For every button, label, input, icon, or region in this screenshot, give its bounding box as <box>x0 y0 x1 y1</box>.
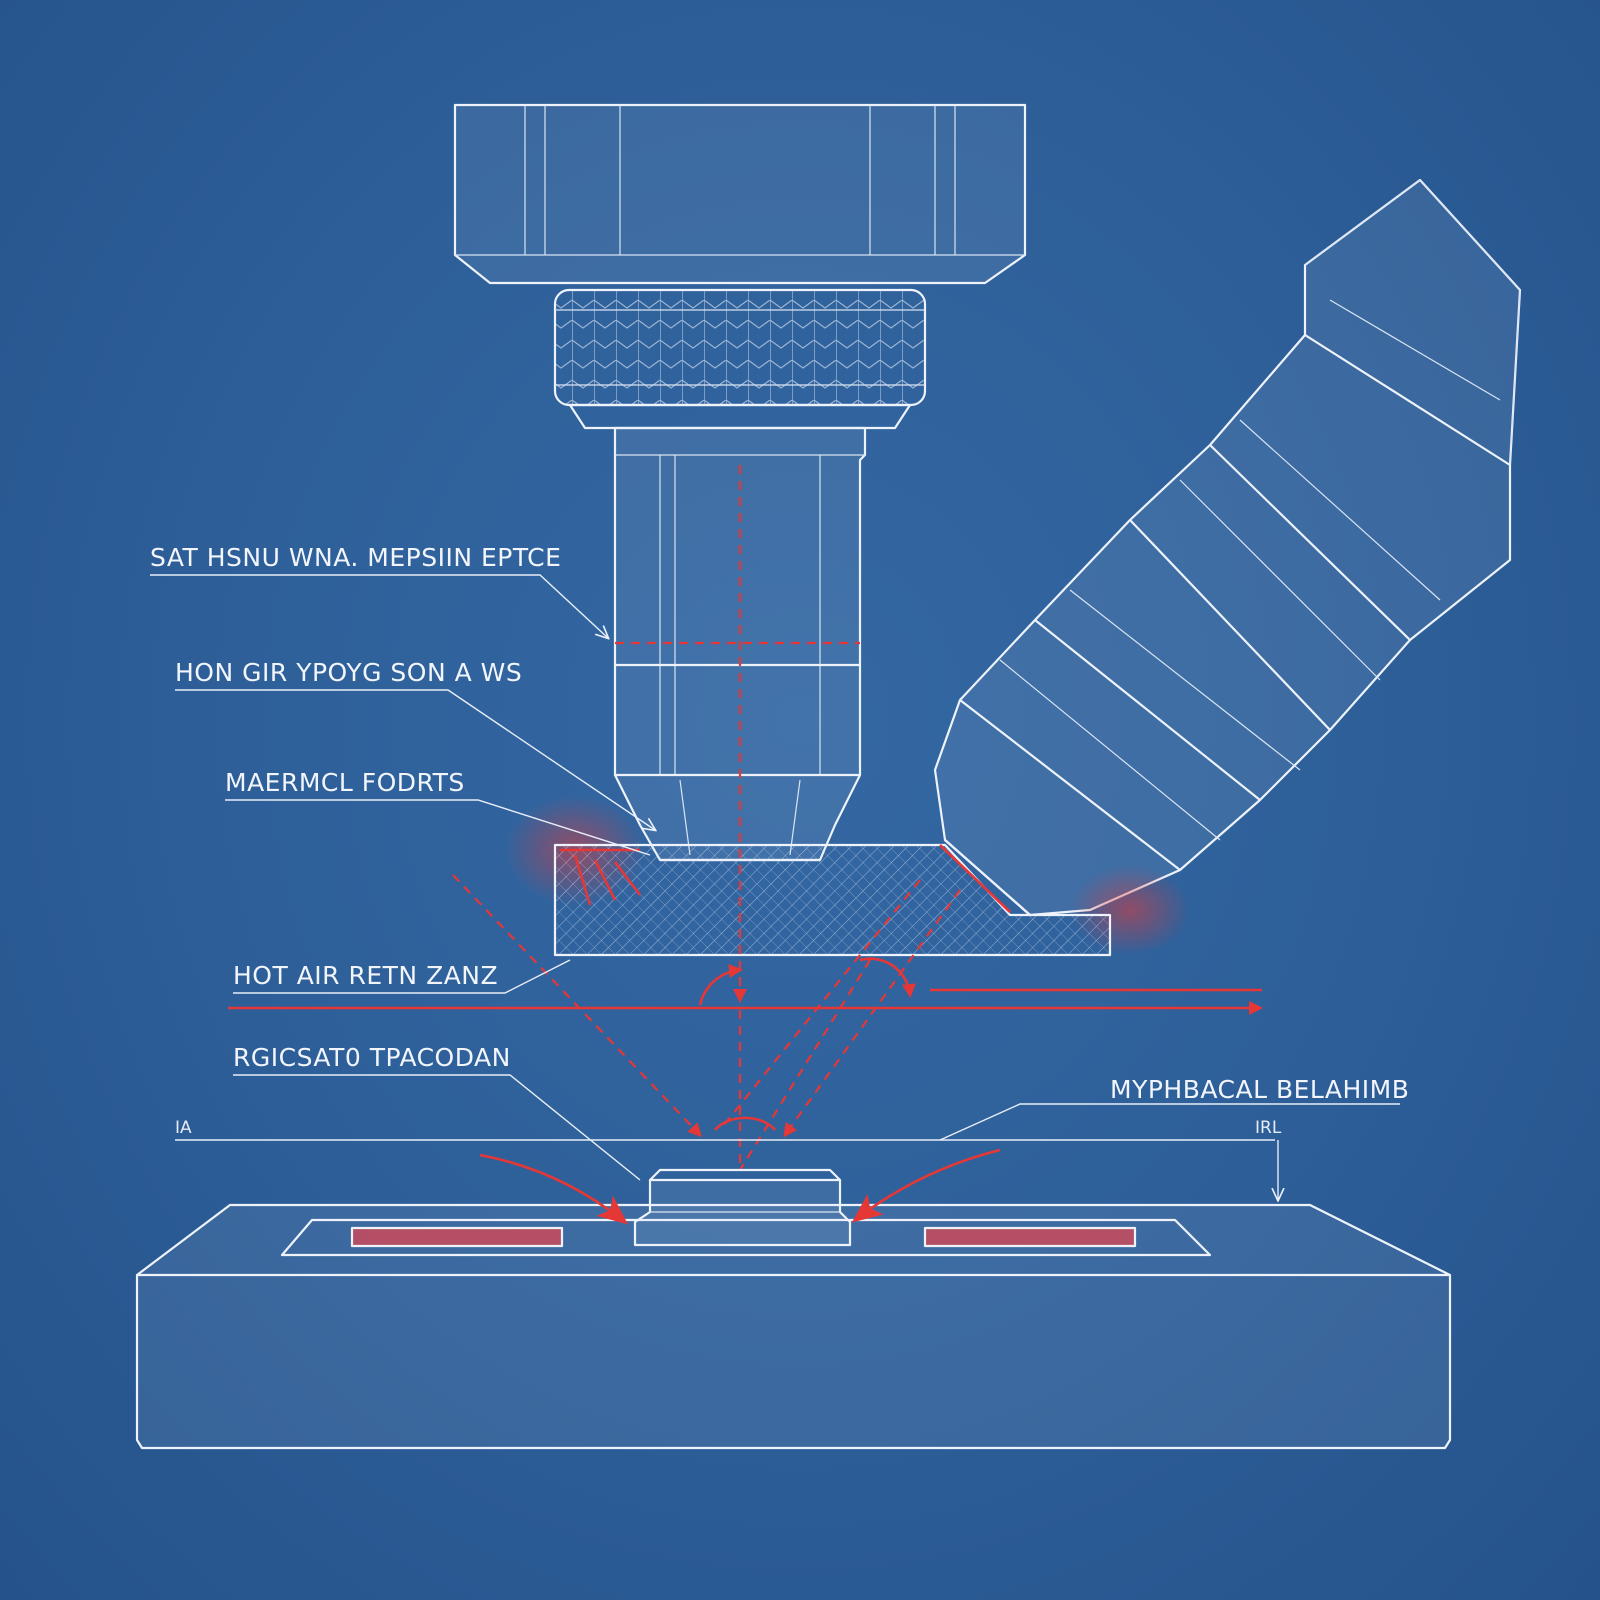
tick-right: IRL <box>1255 1118 1282 1138</box>
annotation-label-4: HOT AIR RETN ZANZ <box>233 959 571 994</box>
tool-head-block <box>453 103 1027 285</box>
knurled-collar <box>553 288 927 430</box>
label-3-text: MAERMCL FODRTS <box>225 768 465 797</box>
label-2-text: HON GIR YPOYG SON A WS <box>175 658 522 687</box>
label-6-text: MYPHBACAL BELAHIMB <box>1110 1075 1409 1104</box>
label-4-text: HOT AIR RETN ZANZ <box>233 961 498 990</box>
reference-line <box>175 1139 1278 1200</box>
side-flow-arrows <box>479 1148 1001 1225</box>
annotation-label-1: SAT HSNU WNA. MEPSIIN EPTCE <box>150 543 608 638</box>
substrate-base <box>135 1203 1452 1450</box>
annotation-label-2: HON GIR YPOYG SON A WS <box>175 658 655 830</box>
annotation-label-5: RGICSAT0 TPACODAN <box>233 1043 641 1181</box>
label-5-text: RGICSAT0 TPACODAN <box>233 1043 511 1072</box>
chip-component <box>633 1168 852 1247</box>
annotation-label-6: MYPHBACAL BELAHIMB <box>939 1075 1409 1141</box>
annotation-label-3: MAERMCL FODRTS <box>225 768 651 856</box>
angled-nozzle <box>933 178 1522 917</box>
flow-lines <box>228 465 1263 1171</box>
label-1-text: SAT HSNU WNA. MEPSIIN EPTCE <box>150 543 561 572</box>
material-block <box>553 843 1112 957</box>
tick-left: IA <box>175 1118 192 1138</box>
